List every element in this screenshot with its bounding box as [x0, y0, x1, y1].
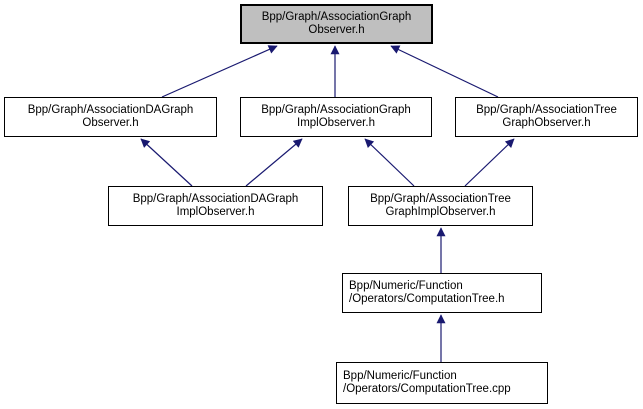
node-association-dagraph-impl-observer-h[interactable]: Bpp/Graph/AssociationDAGraph ImplObserve… — [108, 186, 323, 226]
node-label-line1: Bpp/Numeric/Function — [343, 370, 457, 382]
node-label-line2: GraphObserver.h — [502, 117, 591, 129]
node-association-tree-graph-impl-observer-h[interactable]: Bpp/Graph/AssociationTree GraphImplObser… — [348, 186, 533, 226]
edge-n6-n3 — [364, 138, 415, 187]
node-label-line1: Bpp/Graph/AssociationGraph — [261, 11, 412, 23]
node-label-line2: ImplObserver.h — [176, 206, 255, 218]
node-label-line1: Bpp/Graph/AssociationDAGraph — [132, 193, 299, 205]
node-label-line2: Observer.h — [82, 117, 139, 129]
node-label-line1: Bpp/Numeric/Function — [349, 280, 463, 292]
node-label-line2: ImplObserver.h — [297, 117, 375, 129]
node-association-graph-observer-h[interactable]: Bpp/Graph/AssociationGraph Observer.h — [240, 4, 433, 44]
node-label-line1: Bpp/Graph/AssociationGraph — [261, 104, 411, 116]
edge-n2-n1 — [161, 45, 278, 98]
node-label-line2: Observer.h — [308, 24, 365, 36]
node-label-line2: /Operators/ComputationTree.h — [349, 293, 505, 305]
node-association-tree-graph-observer-h[interactable]: Bpp/Graph/AssociationTree GraphObserver.… — [455, 97, 638, 137]
node-label-line1: Bpp/Graph/AssociationDAGraph — [27, 104, 194, 116]
edge-n5-n2 — [140, 138, 193, 187]
node-label-line2: /Operators/ComputationTree.cpp — [343, 383, 511, 395]
node-computation-tree-cpp[interactable]: Bpp/Numeric/Function /Operators/Computat… — [336, 362, 548, 404]
node-label-line2: GraphImplObserver.h — [385, 206, 496, 218]
node-label-line1: Bpp/Graph/AssociationTree — [476, 104, 617, 116]
edge-n4-n1 — [390, 45, 499, 98]
node-label-line1: Bpp/Graph/AssociationTree — [370, 193, 511, 205]
edge-n5-n3 — [245, 138, 303, 187]
node-computation-tree-h[interactable]: Bpp/Numeric/Function /Operators/Computat… — [342, 273, 542, 313]
node-association-dagraph-observer-h[interactable]: Bpp/Graph/AssociationDAGraph Observer.h — [4, 97, 217, 137]
node-association-graph-impl-observer-h[interactable]: Bpp/Graph/AssociationGraph ImplObserver.… — [240, 97, 432, 137]
edge-n6-n4 — [464, 138, 515, 187]
